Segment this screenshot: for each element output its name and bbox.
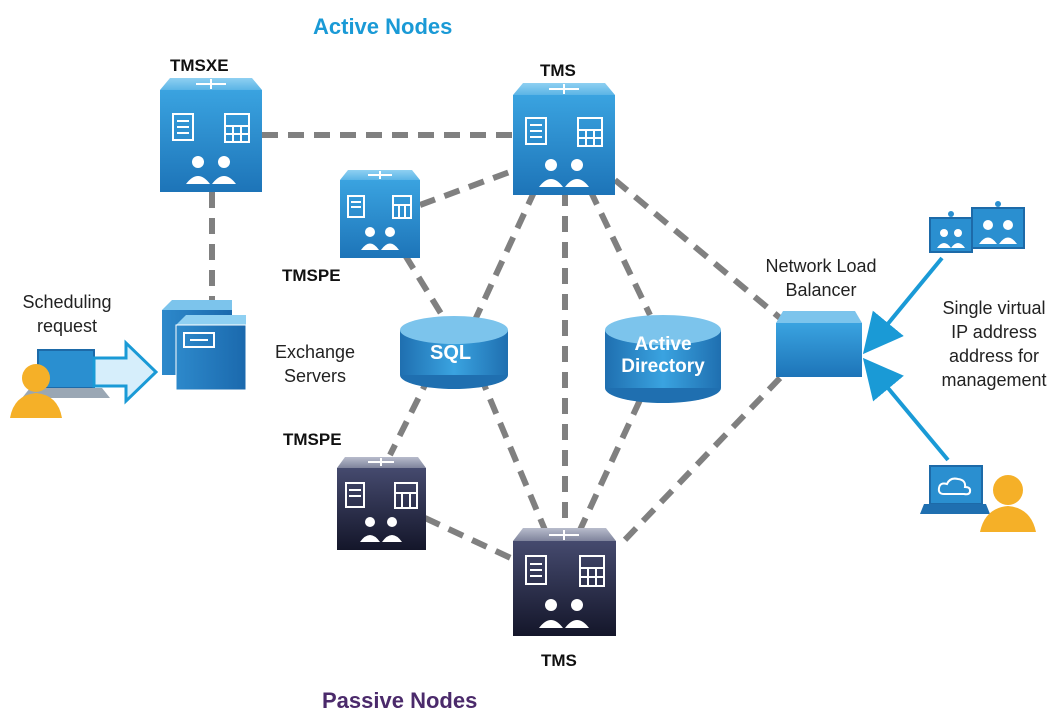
link-nlb-tms-passive (617, 375, 783, 548)
link-tms-sql (472, 188, 538, 322)
router-symbol-icon (549, 530, 579, 540)
tmsxe-node (160, 78, 262, 192)
tmsxe-label: TMSXE (170, 56, 229, 75)
calendar-icon (224, 113, 250, 143)
virtual-ip-line3: address for (948, 346, 1040, 366)
person-icon (980, 475, 1036, 532)
link-tms-ad (587, 188, 653, 317)
tms-passive-label: TMS (541, 651, 577, 670)
calendar-icon (394, 482, 418, 509)
sql-database (400, 316, 508, 389)
users-icon (539, 159, 589, 187)
router-symbol-icon (368, 458, 394, 466)
tmspe-passive-node (337, 457, 426, 550)
document-icon (345, 482, 365, 508)
link-ad-tms-passive (577, 398, 643, 532)
exchange-servers-line2: Servers (283, 366, 346, 386)
link-sql-tmspe-passive (387, 373, 433, 457)
calendar-icon (392, 195, 412, 219)
scheduling-request-line2: request (36, 316, 98, 336)
scheduling-user (10, 349, 110, 418)
exchange-servers-label: Exchange Servers (258, 340, 372, 388)
document-icon (525, 555, 547, 585)
tms-active-node (513, 83, 615, 195)
cloud-icon (937, 477, 972, 496)
exchange-servers (162, 300, 247, 391)
exchange-servers-line1: Exchange (274, 342, 356, 362)
router-symbol-icon (368, 171, 392, 179)
calendar-icon (579, 555, 605, 587)
video-endpoints-icon (929, 201, 1025, 253)
network-load-balancer-line1: Network Load (765, 256, 877, 276)
router-symbol-icon (196, 79, 226, 89)
link-tms-nlb (613, 177, 782, 321)
link-tmspe-sql (402, 253, 448, 322)
network-load-balancer-label: Network Load Balancer (748, 254, 894, 302)
users-icon (360, 517, 402, 542)
link-tmspe-tms (418, 167, 517, 208)
scheduling-request-label: Scheduling request (10, 290, 124, 338)
active-directory-label-line2: Directory (621, 356, 705, 377)
tmspe-passive-label: TMSPE (283, 430, 342, 449)
router-symbol-icon (549, 84, 579, 94)
calendar-icon (577, 117, 603, 147)
person-icon (10, 364, 62, 418)
tms-active-label: TMS (540, 61, 576, 80)
link-sql-tms-passive (477, 373, 548, 532)
passive-nodes-title: Passive Nodes (322, 688, 478, 713)
network-load-balancer-line2: Balancer (785, 280, 857, 300)
scheduling-request-line1: Scheduling (22, 292, 112, 312)
active-nodes-title: Active Nodes (313, 14, 453, 39)
sql-label: SQL (430, 342, 472, 364)
virtual-ip-line1: Single virtual (942, 298, 1046, 318)
active-directory-label: Active Directory (612, 334, 714, 378)
tmspe-active-node (340, 170, 420, 258)
active-directory-label-line1: Active (634, 334, 692, 355)
server-drive-icon (183, 332, 215, 348)
tms-passive-node (513, 528, 616, 636)
arrow-mgmt-to-nlb (862, 357, 950, 462)
virtual-ip-line4: management (941, 370, 1047, 390)
link-tmspe-passive-tms (423, 515, 517, 563)
users-icon (186, 156, 236, 184)
users-icon (539, 599, 589, 628)
document-icon (172, 113, 194, 141)
scheduling-arrow-icon (92, 339, 159, 405)
vip-arrows (862, 256, 950, 462)
virtual-ip-label: Single virtual IP address address for ma… (928, 296, 1060, 392)
laptop-icon (920, 465, 990, 514)
users-icon (361, 227, 399, 250)
network-load-balancer (776, 311, 862, 377)
management-user (920, 465, 1036, 532)
connectors (209, 132, 783, 563)
arrow-endpoints-to-nlb (862, 256, 944, 355)
tmspe-active-label: TMSPE (282, 266, 341, 285)
laptop-icon (22, 349, 110, 398)
virtual-ip-line2: IP address (951, 322, 1037, 342)
document-icon (525, 117, 547, 145)
active-directory-database (605, 315, 721, 403)
document-icon (347, 195, 365, 218)
